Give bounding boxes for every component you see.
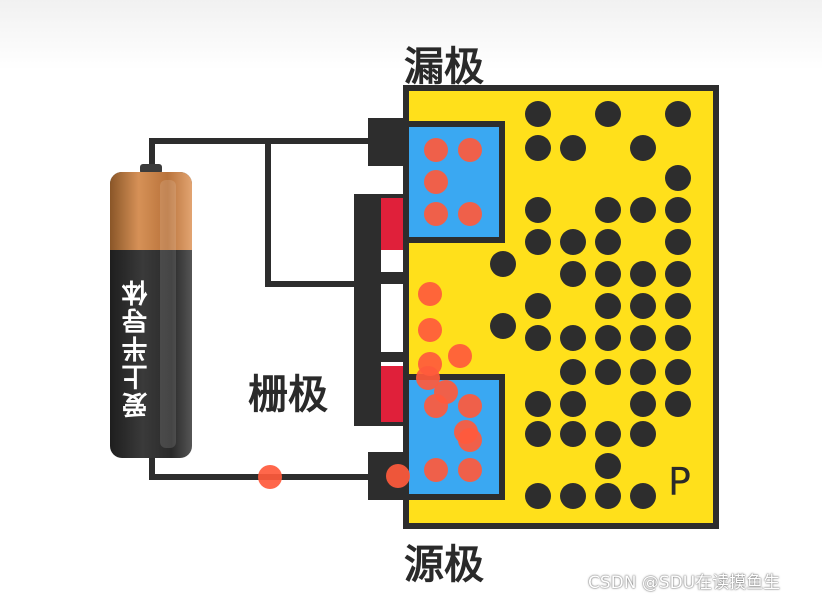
p-region-label: P (668, 460, 691, 504)
hole-dot (630, 135, 656, 161)
hole-dot (630, 197, 656, 223)
hole-dot (665, 293, 691, 319)
hole-dot (665, 359, 691, 385)
hole-dot (665, 325, 691, 351)
hole-dot (525, 197, 551, 223)
hole-dot (595, 359, 621, 385)
hole-dot (525, 421, 551, 447)
oxide-top-red (381, 198, 403, 250)
battery-icon (110, 164, 192, 458)
hole-dot (560, 229, 586, 255)
electron-dot (386, 464, 410, 488)
hole-dot (665, 197, 691, 223)
hole-dot (630, 325, 656, 351)
hole-dot (525, 325, 551, 351)
hole-dot (630, 359, 656, 385)
oxide-bottom-red (381, 366, 403, 422)
battery-label: 爱上半导体 (122, 278, 152, 418)
hole-dot (560, 261, 586, 287)
hole-dot (560, 421, 586, 447)
wire-gate (265, 138, 360, 287)
hole-dot (665, 101, 691, 127)
hole-dot (525, 101, 551, 127)
circuit-wires (149, 138, 375, 480)
hole-dot (560, 359, 586, 385)
hole-dot (665, 165, 691, 191)
electron-dot (458, 138, 482, 162)
hole-dot (630, 293, 656, 319)
electrons-group (258, 138, 482, 489)
electron-dot (448, 344, 472, 368)
drain-label: 漏极 (404, 44, 484, 90)
hole-dot (595, 197, 621, 223)
electron-dot (424, 458, 448, 482)
hole-dot (525, 483, 551, 509)
hole-dot (595, 325, 621, 351)
wire-bottom (149, 455, 375, 480)
electron-dot (418, 282, 442, 306)
gate-stack (354, 194, 406, 426)
hole-dot (630, 261, 656, 287)
hole-dot (595, 229, 621, 255)
gate-cap-top (378, 272, 406, 284)
gate-label: 栅极 (248, 372, 328, 418)
electron-dot (458, 202, 482, 226)
electron-dot (424, 170, 448, 194)
drain-n-region (403, 121, 505, 243)
source-n-region (403, 374, 505, 500)
wire-top (149, 138, 375, 171)
hole-dot (525, 135, 551, 161)
gate-cap-bottom (378, 352, 406, 362)
hole-dot (595, 293, 621, 319)
oxide-middle-white (381, 250, 403, 366)
electron-dot (418, 318, 442, 342)
hole-dot (560, 391, 586, 417)
hole-dot (630, 483, 656, 509)
electron-dot (424, 394, 448, 418)
hole-dot (525, 391, 551, 417)
electron-dot (458, 394, 482, 418)
holes-group (490, 101, 691, 509)
hole-dot (630, 391, 656, 417)
electron-dot (258, 465, 282, 489)
electron-dot (458, 458, 482, 482)
hole-dot (595, 453, 621, 479)
battery-copper-top (110, 172, 192, 250)
source-label: 源极 (404, 542, 484, 588)
drain-contact (368, 118, 408, 166)
hole-dot (595, 483, 621, 509)
hole-dot (560, 135, 586, 161)
hole-dot (665, 229, 691, 255)
battery-highlight (160, 180, 176, 448)
hole-dot (665, 261, 691, 287)
hole-dot (595, 101, 621, 127)
top-fade (0, 0, 822, 70)
electron-dot (416, 366, 440, 390)
hole-dot (560, 483, 586, 509)
watermark: CSDN @SDU在读摸鱼生 (588, 573, 781, 593)
hole-dot (490, 313, 516, 339)
battery-terminal (140, 164, 162, 174)
electron-dot (458, 428, 482, 452)
hole-dot (595, 421, 621, 447)
hole-dot (560, 325, 586, 351)
hole-dot (630, 421, 656, 447)
electron-dot (424, 202, 448, 226)
hole-dot (490, 251, 516, 277)
hole-dot (665, 391, 691, 417)
hole-dot (525, 229, 551, 255)
hole-dot (595, 261, 621, 287)
electron-dot (424, 138, 448, 162)
hole-dot (525, 293, 551, 319)
gate-electrode (354, 194, 378, 426)
